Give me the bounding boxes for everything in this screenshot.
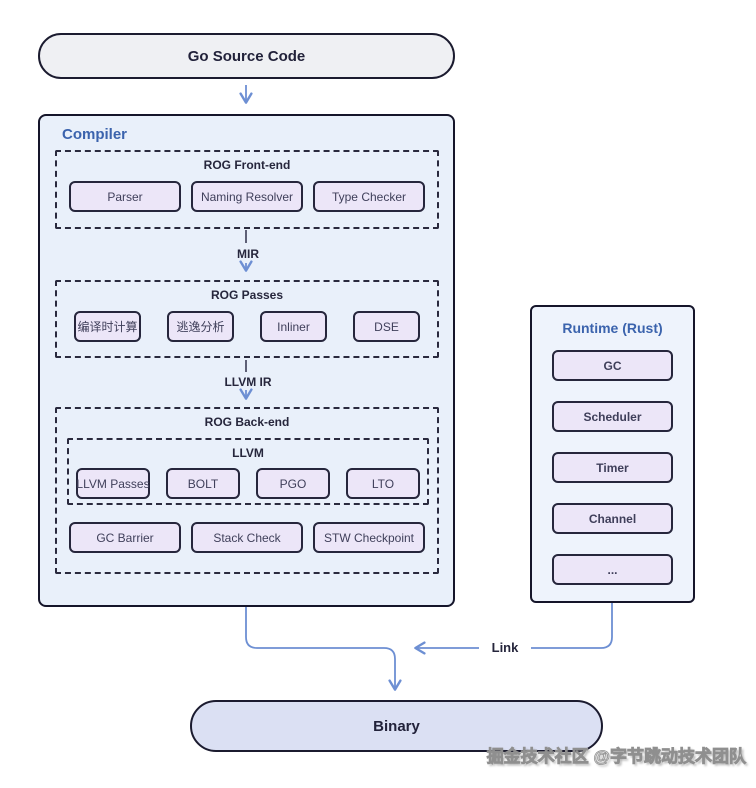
node-channel: Channel bbox=[552, 503, 673, 534]
mir-label: MIR bbox=[237, 247, 259, 261]
frontend-title: ROG Front-end bbox=[203, 158, 291, 172]
node-compile-time-compute: 编译时计算 bbox=[74, 311, 141, 342]
passes-row: 编译时计算 逃逸分析 Inliner DSE bbox=[74, 311, 420, 342]
backend-row: GC Barrier Stack Check STW Checkpoint bbox=[57, 522, 437, 553]
llvm-group: LLVM LLVM Passes BOLT PGO LTO bbox=[67, 438, 429, 505]
passes-title: ROG Passes bbox=[210, 288, 284, 302]
node-go-source-code: Go Source Code bbox=[38, 33, 455, 79]
llvm-row: LLVM Passes BOLT PGO LTO bbox=[76, 468, 420, 499]
node-ellipsis: ... bbox=[552, 554, 673, 585]
passes-group: ROG Passes 编译时计算 逃逸分析 Inliner DSE bbox=[55, 280, 439, 358]
llvm-title: LLVM bbox=[232, 446, 264, 460]
node-lto: LTO bbox=[346, 468, 420, 499]
watermark: 掘金技术社区 @字节跳动技术团队 bbox=[486, 747, 746, 767]
go-source-code-label: Go Source Code bbox=[187, 47, 306, 65]
compiler-box: Compiler ROG Front-end Parser Naming Res… bbox=[38, 114, 455, 607]
node-escape-analysis: 逃逸分析 bbox=[167, 311, 234, 342]
backend-group: ROG Back-end LLVM LLVM Passes BOLT PGO L… bbox=[55, 407, 439, 574]
node-stw-checkpoint: STW Checkpoint bbox=[313, 522, 425, 553]
binary-label: Binary bbox=[373, 717, 420, 735]
compiler-title: Compiler bbox=[62, 126, 128, 143]
node-type-checker: Type Checker bbox=[313, 181, 425, 212]
node-pgo: PGO bbox=[256, 468, 330, 499]
node-dse: DSE bbox=[353, 311, 420, 342]
runtime-title: Runtime (Rust) bbox=[562, 320, 663, 336]
node-stack-check: Stack Check bbox=[191, 522, 303, 553]
node-gc: GC bbox=[552, 350, 673, 381]
node-binary: Binary bbox=[190, 700, 603, 752]
runtime-box: Runtime (Rust) GC Scheduler Timer Channe… bbox=[530, 305, 695, 603]
llvm-ir-label: LLVM IR bbox=[224, 375, 272, 389]
node-bolt: BOLT bbox=[166, 468, 240, 499]
node-gc-barrier: GC Barrier bbox=[69, 522, 181, 553]
node-inliner: Inliner bbox=[260, 311, 327, 342]
backend-title: ROG Back-end bbox=[204, 415, 290, 429]
node-timer: Timer bbox=[552, 452, 673, 483]
runtime-list: GC Scheduler Timer Channel ... bbox=[552, 350, 673, 585]
frontend-group: ROG Front-end Parser Naming Resolver Typ… bbox=[55, 150, 439, 229]
node-scheduler: Scheduler bbox=[552, 401, 673, 432]
node-llvm-passes: LLVM Passes bbox=[76, 468, 150, 499]
arrow-compiler-to-binary bbox=[245, 607, 402, 691]
node-naming-resolver: Naming Resolver bbox=[191, 181, 303, 212]
link-label: Link bbox=[479, 638, 531, 657]
node-parser: Parser bbox=[69, 181, 181, 212]
frontend-row: Parser Naming Resolver Type Checker bbox=[69, 181, 425, 212]
